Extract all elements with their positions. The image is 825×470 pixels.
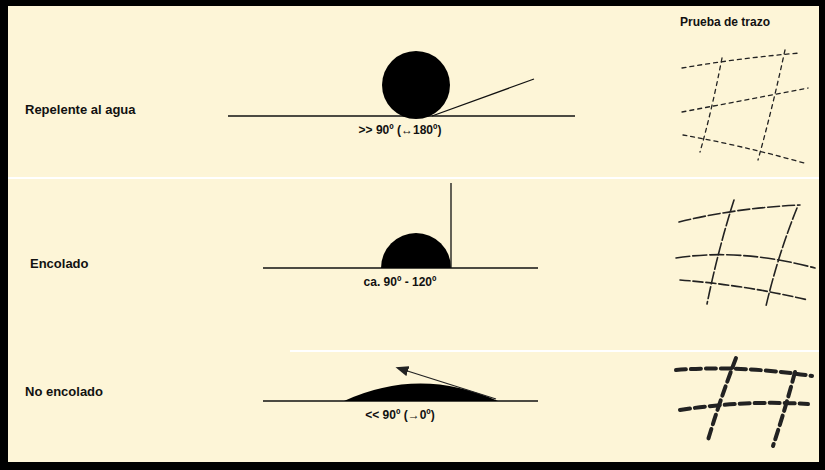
row-label: Repelente al agua [25,102,136,118]
angle-value: ca. 90º - 120º [364,275,437,289]
row-label: Encolado [30,256,89,272]
row-label: No encolado [25,384,103,400]
column-heading: Prueba de trazo [680,15,770,29]
angle-value: >> 90º (↔180º) [359,123,442,137]
angle-value: << 90º (→0º) [365,408,434,422]
